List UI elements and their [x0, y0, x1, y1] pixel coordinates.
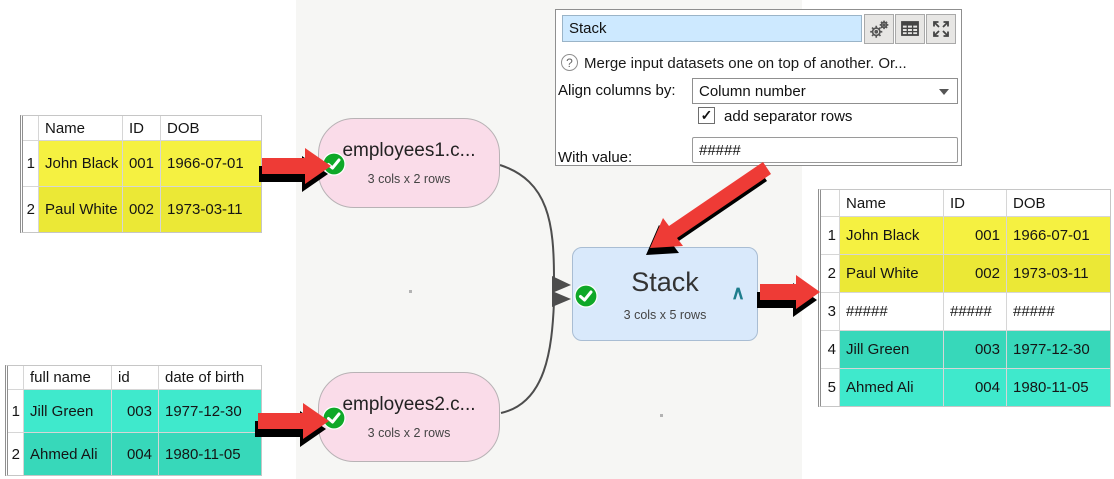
row-number: 2: [23, 187, 38, 232]
cell-id: 002: [122, 187, 160, 232]
cell-name: Jill Green: [839, 331, 943, 368]
table-header-row: Name ID DOB: [23, 116, 261, 140]
column-header: ID: [122, 116, 160, 140]
cell-id: #####: [943, 293, 1006, 330]
cell-dob: 1980-11-05: [1006, 369, 1110, 406]
cell-dob: 1966-07-01: [1006, 217, 1110, 254]
row-number: 5: [821, 369, 839, 406]
add-separator-rows-checkbox[interactable]: ✓: [698, 107, 715, 124]
column-header: id: [111, 366, 158, 389]
cell-id: 003: [111, 390, 158, 432]
table-employees1-preview: Name ID DOB 1 John Black 001 1966-07-01 …: [20, 115, 262, 233]
cell-name: Ahmed Ali: [839, 369, 943, 406]
node-dimensions: 3 cols x 2 rows: [367, 172, 451, 186]
table-icon: [901, 21, 919, 36]
column-header: date of birth: [158, 366, 261, 389]
cell-dob: 1977-12-30: [1006, 331, 1110, 368]
cell-name: #####: [839, 293, 943, 330]
cell-id: 001: [943, 217, 1006, 254]
check-circle-icon: [322, 406, 346, 430]
table-row: 2 Ahmed Ali 004 1980-11-05: [8, 432, 261, 475]
table-row: 2 Paul White 002 1973-03-11: [23, 186, 261, 232]
row-number: 4: [821, 331, 839, 368]
cell-name: John Black: [839, 217, 943, 254]
table-row: 4 Jill Green 003 1977-12-30: [821, 330, 1110, 368]
transform-name-input[interactable]: [562, 15, 862, 42]
node-employees1[interactable]: employees1.c... 3 cols x 2 rows: [318, 118, 500, 208]
canvas-grid-dot: [409, 290, 412, 293]
node-title: employees1.c...: [342, 140, 476, 161]
help-icon[interactable]: ?: [561, 54, 578, 71]
check-circle-icon: [322, 152, 346, 176]
column-header: DOB: [1006, 190, 1110, 216]
cell-dob: 1973-03-11: [1006, 255, 1110, 292]
expand-icon: [933, 21, 949, 37]
align-columns-label: Align columns by:: [558, 82, 676, 99]
add-separator-rows-label: add separator rows: [724, 108, 853, 125]
cell-dob: 1973-03-11: [160, 187, 261, 232]
cell-id: 004: [943, 369, 1006, 406]
selected-option: Column number: [699, 82, 806, 100]
node-employees2[interactable]: employees2.c... 3 cols x 2 rows: [318, 372, 500, 462]
column-header: Name: [38, 116, 122, 140]
properties-panel: ? Merge input datasets one on top of ano…: [555, 9, 962, 166]
row-number: 2: [821, 255, 839, 292]
table-row: 1 John Black 001 1966-07-01: [821, 216, 1110, 254]
cell-dob: 1966-07-01: [160, 141, 261, 186]
table-header-row: Name ID DOB: [821, 190, 1110, 216]
column-header: Name: [839, 190, 943, 216]
cell-name: Jill Green: [23, 390, 111, 432]
chevron-down-icon: [939, 89, 949, 95]
cell-dob: #####: [1006, 293, 1110, 330]
column-header: ID: [943, 190, 1006, 216]
table-stack-result-preview: Name ID DOB 1 John Black 001 1966-07-01 …: [818, 189, 1111, 407]
table-row: 1 John Black 001 1966-07-01: [23, 140, 261, 186]
collapse-caret-icon[interactable]: ∧: [731, 283, 745, 304]
table-row: 2 Paul White 002 1973-03-11: [821, 254, 1110, 292]
with-value-label: With value:: [558, 149, 633, 166]
row-number: 2: [8, 433, 23, 475]
cell-id: 001: [122, 141, 160, 186]
node-title: Stack: [631, 266, 699, 297]
node-dimensions: 3 cols x 2 rows: [367, 426, 451, 440]
transform-description: Merge input datasets one on top of anoth…: [584, 55, 907, 72]
maximize-button[interactable]: [926, 14, 956, 44]
cell-dob: 1980-11-05: [158, 433, 261, 475]
cell-name: Paul White: [38, 187, 122, 232]
node-title: employees2.c...: [342, 394, 476, 415]
align-columns-select[interactable]: Column number: [692, 78, 958, 104]
node-dimensions: 3 cols x 5 rows: [623, 307, 707, 322]
canvas-grid-dot: [660, 414, 663, 417]
column-header: full name: [23, 366, 111, 389]
gear-icon: [870, 20, 889, 38]
node-stack[interactable]: Stack 3 cols x 5 rows ∧: [572, 247, 758, 341]
row-number: 3: [821, 293, 839, 330]
table-header-row: full name id date of birth: [8, 366, 261, 389]
column-header: DOB: [160, 116, 261, 140]
table-row: 5 Ahmed Ali 004 1980-11-05: [821, 368, 1110, 406]
with-value-input[interactable]: [692, 137, 958, 163]
cell-name: Paul White: [839, 255, 943, 292]
cell-id: 003: [943, 331, 1006, 368]
cell-id: 002: [943, 255, 1006, 292]
table-employees2-preview: full name id date of birth 1 Jill Green …: [5, 365, 262, 476]
row-number: 1: [23, 141, 38, 186]
table-row-separator: 3 ##### ##### #####: [821, 292, 1110, 330]
cell-dob: 1977-12-30: [158, 390, 261, 432]
cell-id: 004: [111, 433, 158, 475]
cell-name: John Black: [38, 141, 122, 186]
row-number: 1: [821, 217, 839, 254]
check-circle-icon: [574, 284, 598, 308]
table-row: 1 Jill Green 003 1977-12-30: [8, 389, 261, 432]
table-view-button[interactable]: [895, 14, 925, 44]
settings-button[interactable]: [864, 14, 894, 44]
cell-name: Ahmed Ali: [23, 433, 111, 475]
row-number: 1: [8, 390, 23, 432]
